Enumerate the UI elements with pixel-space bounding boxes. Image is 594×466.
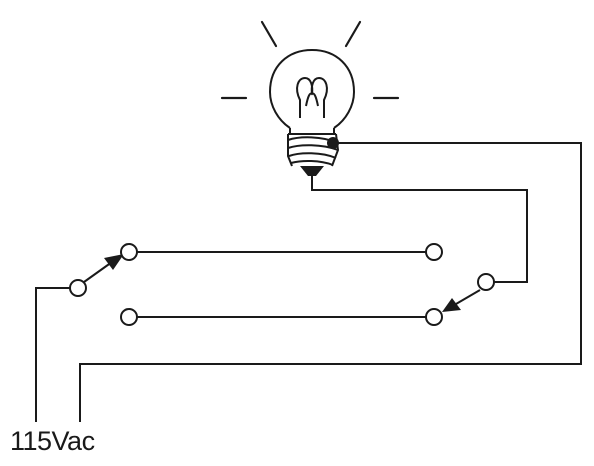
left-switch-lever — [83, 261, 113, 283]
right-three-way-switch — [425, 243, 495, 326]
right-switch-lower-terminal — [425, 308, 443, 326]
wire-bulb-base-to-right-switch — [311, 176, 528, 283]
left-switch-upper-terminal — [120, 243, 138, 261]
right-switch-common-terminal — [477, 273, 495, 291]
bulb-globe — [268, 48, 356, 129]
bulb-filament — [296, 76, 328, 118]
light-ray-upper-right — [344, 20, 362, 48]
right-switch-lever — [455, 289, 481, 305]
right-switch-upper-terminal — [425, 243, 443, 261]
wire-bulb-side-to-supply — [79, 142, 582, 422]
wire-supply-to-left-switch — [35, 287, 70, 422]
bulb-filament-inner — [305, 92, 319, 107]
left-switch-lower-terminal — [120, 308, 138, 326]
left-switch-arrow-icon — [104, 254, 124, 270]
left-switch-common-terminal — [69, 279, 87, 297]
supply-voltage-label: 115Vac — [10, 426, 95, 456]
bulb-base-side-left — [287, 134, 293, 167]
left-three-way-switch — [69, 243, 138, 326]
bulb-thread-3 — [288, 152, 337, 159]
bulb-thread-4 — [290, 159, 334, 166]
light-bulb-icon — [220, 20, 400, 176]
bulb-bottom-contact — [300, 166, 324, 176]
right-switch-arrow-icon — [442, 298, 461, 312]
light-ray-upper-left — [260, 20, 278, 48]
